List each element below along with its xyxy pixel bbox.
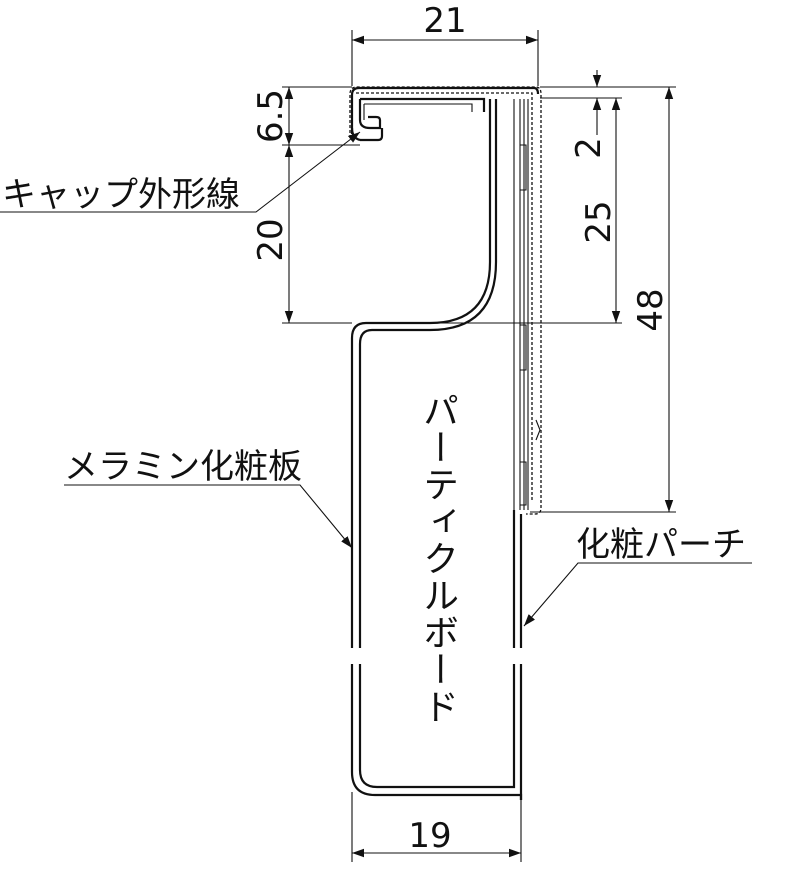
label-particle-board: パーティクルボード (417, 392, 458, 725)
inner-plates (513, 99, 541, 510)
label-melamine-board: メラミン化粧板 (64, 447, 302, 487)
leader-decorative-edge: 化粧パーチ (523, 525, 752, 627)
dimension-total-height-value: 48 (631, 288, 671, 331)
dimension-left-chain: 6.5 20 (251, 86, 360, 324)
dimension-top-width-value: 21 (423, 1, 466, 41)
label-cap-outline: キャップ外形線 (2, 175, 240, 215)
dimension-bottom-width-value: 19 (408, 816, 451, 856)
dimension-upper-height-value: 20 (251, 218, 291, 261)
dimension-bottom-width: 19 (351, 792, 522, 862)
leader-cap-outline: キャップ外形線 (0, 131, 361, 215)
dimension-top-width: 21 (351, 1, 539, 86)
label-decorative-edge: 化粧パーチ (576, 525, 746, 565)
cap-profile (349, 86, 542, 515)
dimension-gap-value: 2 (569, 137, 609, 159)
dimension-inner-height-value: 25 (579, 200, 619, 243)
dimension-cap-height-value: 6.5 (251, 89, 291, 143)
board-body (350, 99, 523, 800)
leader-melamine-board: メラミン化粧板 (64, 447, 353, 549)
dimension-right-chain: 2 25 48 (438, 70, 676, 513)
